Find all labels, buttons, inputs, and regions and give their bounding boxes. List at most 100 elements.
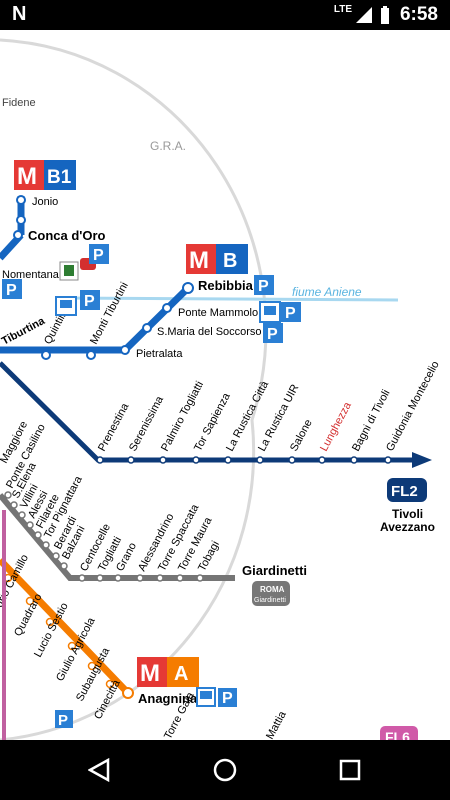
metro-a-station-dot[interactable] (87, 661, 97, 671)
svg-text:P: P (258, 278, 269, 295)
metro-c-station-dot[interactable] (4, 491, 12, 499)
metro-b1-line (0, 195, 26, 261)
station-giardinetti[interactable]: Giardinetti (242, 563, 307, 578)
station-bottom-2[interactable]: Mattia (264, 709, 289, 740)
metro-a-station-dot[interactable] (25, 596, 35, 606)
metro-c-station-dot[interactable] (10, 501, 18, 509)
svg-text:P: P (6, 282, 17, 299)
metro-c-station-dot[interactable] (156, 574, 164, 582)
station-ponte-mammolo[interactable]: Ponte Mammolo (178, 307, 258, 319)
ring-label: G.R.A. (150, 139, 186, 153)
svg-text:Giardinetti: Giardinetti (254, 597, 286, 604)
svg-text:P: P (58, 712, 68, 729)
station-jonio[interactable]: Jonio (32, 196, 58, 208)
metro-c-station-dot[interactable] (114, 574, 122, 582)
station-anagnina[interactable]: Anagnina (138, 691, 198, 706)
svg-text:P: P (84, 293, 95, 310)
metro-a-station-dot[interactable] (67, 641, 77, 651)
bus-icon-anagnina (196, 687, 216, 707)
bus-icon-tiburtina (55, 296, 77, 316)
svg-text:M: M (189, 247, 209, 274)
parking-icon-nomentana: P (89, 244, 109, 264)
svg-text:P: P (267, 326, 278, 343)
fl2-station-dot[interactable] (159, 456, 167, 464)
roma-giardinetti-badge: ROMA Giardinetti (252, 581, 290, 606)
svg-text:P: P (93, 247, 104, 264)
fl2-station-dot[interactable] (350, 456, 358, 464)
fl2-station-dot[interactable] (224, 456, 232, 464)
fl2-station-dot[interactable] (127, 456, 135, 464)
fl2-station-dot[interactable] (256, 456, 264, 464)
signal-icon (356, 7, 372, 23)
metro-c-station-dot[interactable] (42, 541, 50, 549)
fl2-station-dot[interactable] (96, 456, 104, 464)
metro-a-line (0, 557, 134, 699)
station-nomentana[interactable]: Nomentana (2, 269, 60, 281)
place-fidene: Fidene (2, 97, 36, 109)
river-label: fiume Aniene (292, 285, 362, 299)
station-pietralata[interactable]: Pietralata (136, 348, 183, 360)
metro-c-station-dot[interactable] (136, 574, 144, 582)
ring-road (0, 38, 268, 740)
parking-icon-cinecitta: P (55, 710, 73, 729)
metro-b-line (0, 282, 194, 360)
metro-c-station-dot[interactable] (176, 574, 184, 582)
clock: 6:58 (399, 4, 438, 25)
svg-text:P: P (222, 690, 233, 707)
fl2-station-dot[interactable] (384, 456, 392, 464)
svg-text:M: M (17, 163, 37, 190)
fl2-badge: FL2 (387, 478, 427, 502)
parking-icon-anagnina: P (218, 688, 237, 707)
notification-icon: N (12, 3, 27, 25)
parking-icon-soccorso: P (263, 323, 283, 343)
svg-text:P: P (285, 305, 296, 322)
bus-icon-ponte-mammolo (259, 301, 281, 323)
network-type: LTE (333, 4, 352, 15)
parking-icon-ponte-mammolo: P (281, 302, 301, 322)
fl2-station-label[interactable]: Prenestina (96, 401, 132, 454)
svg-text:A: A (174, 663, 188, 685)
back-icon[interactable] (88, 758, 110, 782)
metro-c-station-dot[interactable] (196, 574, 204, 582)
map-canvas[interactable]: G.R.A. fiume Aniene Fidene M B1 Jonio Co… (0, 30, 450, 740)
metro-c-station-dot[interactable] (26, 521, 34, 529)
transit-map[interactable]: G.R.A. fiume Aniene Fidene M B1 Jonio Co… (0, 30, 450, 740)
fl2-station-dot[interactable] (318, 456, 326, 464)
metro-c-station-dot[interactable] (96, 574, 104, 582)
metro-c-station-dot[interactable] (78, 574, 86, 582)
svg-text:FL6: FL6 (385, 729, 410, 740)
metro-c-station-dot[interactable] (34, 531, 42, 539)
svg-text:M: M (140, 660, 160, 687)
parking-icon-rebibbia: P (254, 275, 274, 295)
metro-b-badge: M B (186, 244, 248, 274)
recents-icon[interactable] (339, 759, 361, 781)
fl2-station-label[interactable]: Salone (288, 418, 315, 454)
metro-a-station-dot[interactable] (45, 617, 55, 627)
fl2-station-dot[interactable] (192, 456, 200, 464)
svg-text:FL2: FL2 (391, 483, 418, 500)
metro-a-badge: M A (137, 657, 199, 687)
parking-icon-tiburtina: P (80, 290, 100, 310)
svg-text:B1: B1 (47, 167, 72, 188)
metro-c-station-dot[interactable] (60, 562, 68, 570)
fl2-destination-avezzano: Avezzano (380, 520, 435, 534)
station-tiburtina[interactable]: Tiburtina (0, 315, 48, 348)
svg-text:ROMA: ROMA (260, 585, 285, 594)
station-santa-maria-del-soccorso[interactable]: S.Maria del Soccorso (157, 326, 262, 338)
home-icon[interactable] (213, 758, 237, 782)
battery-icon (381, 6, 389, 24)
fl2-station-label[interactable]: Lunghezza (318, 399, 354, 453)
metro-a-station-dot[interactable] (105, 679, 115, 689)
station-rebibbia[interactable]: Rebibbia (198, 278, 254, 293)
navigation-bar (0, 740, 450, 800)
fl2-station-label[interactable]: Guidonia Montecelio (384, 359, 442, 453)
metro-b1-badge: M B1 (14, 160, 76, 190)
metro-c-station-dot[interactable] (18, 511, 26, 519)
svg-text:B: B (223, 250, 237, 272)
river-line (59, 296, 399, 302)
fl6-badge: FL6 (380, 726, 418, 740)
metro-c-station-dot[interactable] (52, 552, 60, 560)
fl2-station-dot[interactable] (288, 456, 296, 464)
station-conca-doro[interactable]: Conca d'Oro (28, 228, 106, 243)
